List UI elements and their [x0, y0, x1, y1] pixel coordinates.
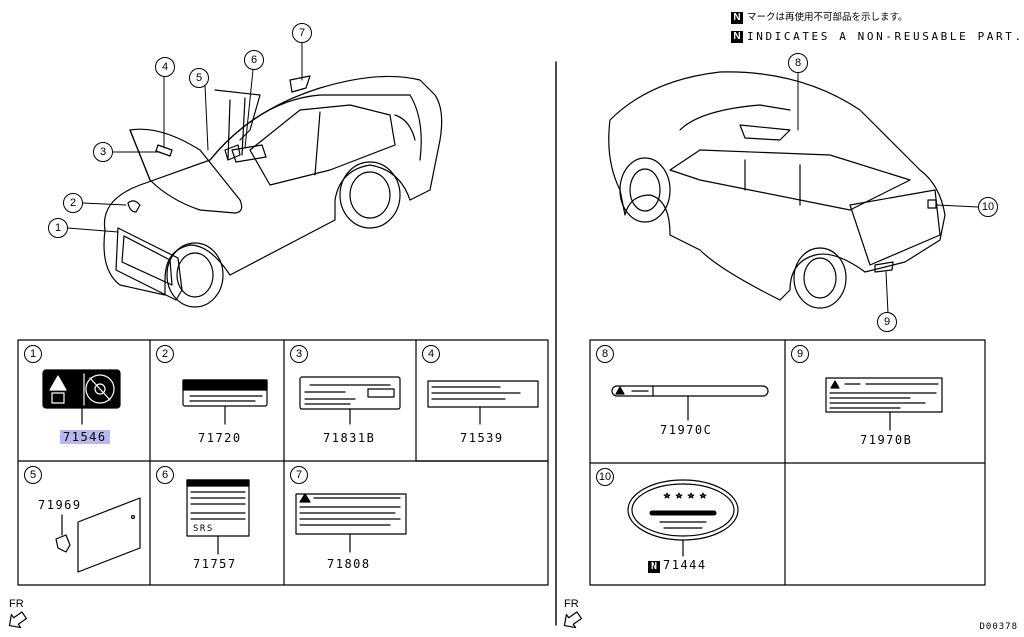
- part-number-71546[interactable]: 71546: [60, 430, 110, 444]
- label-71444-graphic: [627, 479, 739, 557]
- part-number-71969[interactable]: 71969: [38, 498, 82, 512]
- part-number-71970B[interactable]: 71970B: [860, 433, 913, 447]
- cell-number-7: 7: [290, 466, 308, 484]
- callout-3: 3: [93, 142, 113, 162]
- cell-number-5: 5: [24, 466, 42, 484]
- fr-label-right: FR: [564, 598, 579, 610]
- legend-notes: N マークは再使用不可部品を示します。 N INDICATES A NON-RE…: [731, 8, 1024, 46]
- label-71831B-graphic: [299, 376, 401, 425]
- cell-number-3: 3: [290, 345, 308, 363]
- note-en: INDICATES A NON-REUSABLE PART.: [747, 30, 1024, 43]
- label-71969-graphic: [55, 497, 141, 573]
- part-number-71720[interactable]: 71720: [198, 431, 242, 445]
- part-number-71808[interactable]: 71808: [327, 557, 371, 571]
- callout-9: 9: [877, 312, 897, 332]
- callout-6: 6: [244, 50, 264, 70]
- non-reusable-badge: N: [731, 30, 743, 43]
- label-71546-graphic: [42, 369, 121, 425]
- callout-4: 4: [155, 57, 175, 77]
- callout-5: 5: [189, 68, 209, 88]
- rear-vehicle-illustration: [608, 71, 946, 309]
- document-id: D00378: [979, 622, 1018, 632]
- callout-8: 8: [788, 53, 808, 73]
- callout-1: 1: [48, 218, 68, 238]
- label-srs-text: SRS: [193, 524, 214, 534]
- cell-number-4: 4: [422, 345, 440, 363]
- front-vehicle-illustration: [103, 75, 443, 308]
- cell-number-6: 6: [156, 466, 174, 484]
- part-number-71970C[interactable]: 71970C: [660, 423, 713, 437]
- cell-number-9: 9: [791, 345, 809, 363]
- callout-10: 10: [978, 197, 998, 217]
- non-reusable-badge: N: [731, 11, 743, 24]
- fr-arrows: [8, 611, 583, 629]
- callout-2: 2: [63, 193, 83, 213]
- part-number-71444-text: 71444: [663, 558, 707, 572]
- cell-number-10: 10: [596, 468, 614, 486]
- leader-lines: [67, 42, 979, 314]
- cell-number-2: 2: [156, 345, 174, 363]
- callout-7: 7: [292, 23, 312, 43]
- label-71720-graphic: [182, 379, 268, 425]
- part-number-71757[interactable]: 71757: [193, 557, 237, 571]
- label-71539-graphic: [427, 380, 539, 425]
- part-number-71539[interactable]: 71539: [460, 431, 504, 445]
- cell-number-1: 1: [24, 345, 42, 363]
- label-71970C-graphic: [611, 385, 769, 421]
- note-en-row: N INDICATES A NON-REUSABLE PART.: [731, 27, 1024, 46]
- note-jp: マークは再使用不可部品を示します。: [747, 12, 908, 23]
- table-frames: [17, 339, 986, 586]
- label-71808-graphic: [295, 493, 407, 553]
- part-number-71831B[interactable]: 71831B: [323, 431, 376, 445]
- cell-number-8: 8: [596, 345, 614, 363]
- note-jp-row: N マークは再使用不可部品を示します。: [731, 8, 1024, 27]
- non-reusable-badge: N: [648, 561, 660, 573]
- fr-label-left: FR: [9, 598, 24, 610]
- label-71757-graphic: [186, 479, 250, 555]
- label-71970B-graphic: [825, 377, 943, 431]
